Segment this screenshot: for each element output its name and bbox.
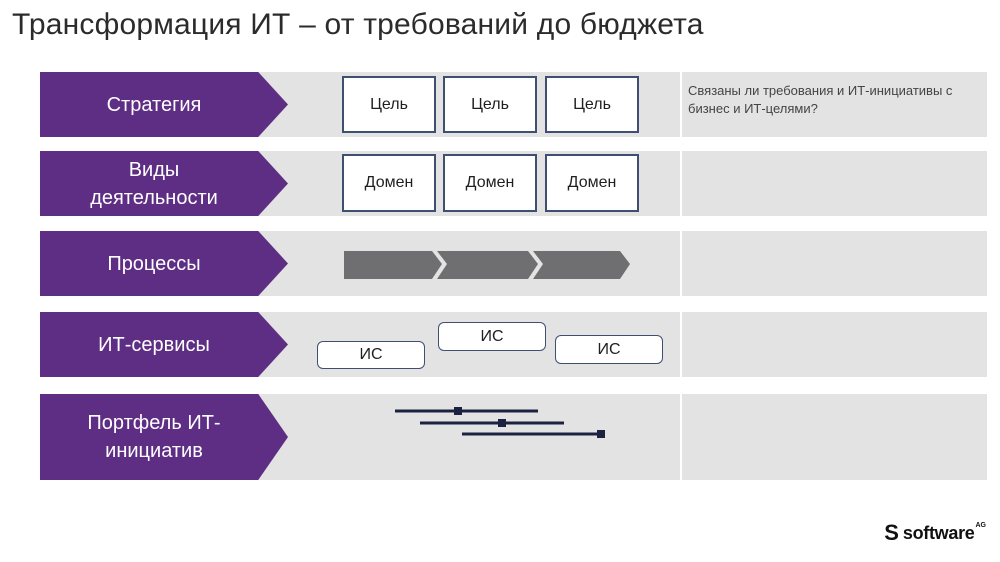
logo-superscript: AG (975, 522, 987, 529)
column-divider (680, 231, 682, 296)
goal-box[interactable]: Цель (342, 76, 436, 133)
row-label: Виды деятельности (90, 158, 218, 209)
logo-mark: S (884, 520, 899, 545)
initiatives-timeline (395, 407, 605, 438)
goal-box[interactable]: Цель (545, 76, 639, 133)
column-divider (680, 394, 682, 480)
information-system-label: ИС (359, 346, 383, 363)
row-label-band: Виды деятельности (40, 151, 288, 216)
row-activities: Виды деятельности Домен Домен Домен (40, 151, 987, 216)
row-label-band: Стратегия (40, 72, 288, 137)
software-ag-logo: S software AG (884, 520, 986, 546)
domain-box-label: Домен (364, 174, 414, 191)
information-system-box[interactable]: ИС (555, 335, 663, 364)
goal-box[interactable]: Цель (443, 76, 537, 133)
row-it-services: ИТ-сервисы ИС ИС ИС (40, 312, 987, 377)
row-processes: Процессы (40, 231, 987, 296)
row-label-band: ИТ-сервисы (40, 312, 288, 377)
domain-box-label: Домен (465, 174, 515, 191)
domain-box[interactable]: Домен (545, 154, 639, 212)
process-step (437, 251, 538, 279)
domain-box[interactable]: Домен (342, 154, 436, 212)
information-system-box[interactable]: ИС (317, 341, 425, 369)
row-label: Стратегия (106, 93, 202, 116)
information-system-box[interactable]: ИС (438, 322, 546, 351)
initiative-milestone (597, 430, 605, 438)
initiative-milestone (498, 419, 506, 427)
information-system-label: ИС (480, 327, 504, 345)
initiative-milestone (454, 407, 462, 415)
row-label-band: Процессы (40, 231, 288, 296)
column-divider (680, 312, 682, 377)
goal-box-label: Цель (370, 95, 408, 113)
column-divider (680, 72, 682, 137)
domain-box[interactable]: Домен (443, 154, 537, 212)
information-system-label: ИС (597, 340, 621, 358)
row-comment: Связаны ли требования и ИТ-инициативы с … (688, 83, 953, 116)
column-divider (680, 151, 682, 216)
row-strategy: Стратегия Цель Цель Цель Связаны ли треб… (40, 72, 987, 137)
row-label: Процессы (107, 252, 201, 275)
row-label: ИТ-сервисы (98, 333, 210, 356)
process-step (533, 251, 630, 279)
goal-box-label: Цель (471, 95, 509, 113)
row-label-band: Портфель ИТ-инициатив (40, 394, 288, 480)
process-chain (344, 251, 630, 279)
goal-box-label: Цель (573, 95, 611, 113)
logo-wordmark: software (902, 522, 975, 543)
process-step (344, 251, 442, 279)
domain-box-label: Домен (567, 174, 617, 191)
row-label: Портфель ИТ-инициатив (87, 412, 221, 462)
page-title: Трансформация ИТ – от требований до бюдж… (12, 8, 704, 41)
row-initiatives: Портфель ИТ-инициатив (40, 394, 987, 480)
